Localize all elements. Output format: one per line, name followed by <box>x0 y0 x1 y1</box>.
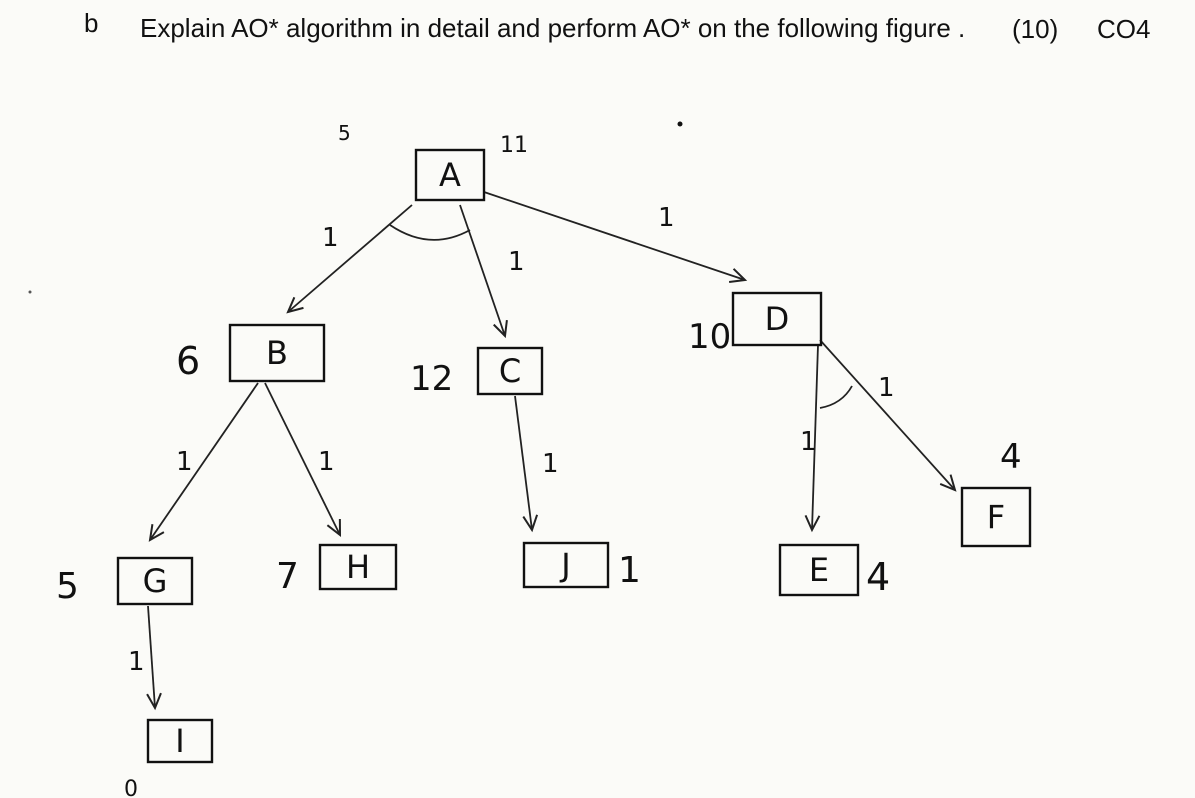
node-label: F <box>987 498 1005 536</box>
stray-dot <box>677 121 683 127</box>
node-heuristic: 4 <box>866 555 890 599</box>
course-outcome: CO4 <box>1097 14 1151 44</box>
stray-annotation: 5 <box>338 121 351 145</box>
edge-c-j <box>514 395 533 531</box>
node-heuristic: 11 <box>500 133 528 158</box>
stray-dot <box>28 290 32 294</box>
edge-cost-label: 1 <box>318 447 335 477</box>
arrowhead <box>804 514 821 533</box>
node-b: B6 <box>176 323 326 383</box>
arrowhead <box>146 692 162 711</box>
node-box <box>778 543 860 597</box>
question-header: b Explain AO* algorithm in detail and pe… <box>0 0 1195 90</box>
edge-d-f <box>819 339 956 491</box>
node-heuristic: 1 <box>618 550 641 591</box>
node-i: I0 <box>124 718 214 798</box>
node-label: C <box>499 352 521 390</box>
node-box <box>960 486 1032 548</box>
node-box <box>146 718 214 764</box>
node-heuristic: 0 <box>124 777 138 798</box>
arrowhead <box>326 518 342 538</box>
node-label: J <box>559 546 570 584</box>
node-h: H7 <box>276 543 398 597</box>
node-a: A 11 <box>414 133 528 202</box>
edge-b-h <box>264 382 341 536</box>
edge-cost-label: 1 <box>542 449 559 479</box>
node-label: A <box>439 156 461 194</box>
node-label: G <box>143 562 168 600</box>
node-box <box>318 543 398 591</box>
question-text: Explain AO* algorithm in detail and perf… <box>140 13 966 43</box>
and-arcs-layer <box>389 224 853 409</box>
node-label: D <box>765 300 790 338</box>
node-heuristic: 10 <box>688 317 731 357</box>
arrowhead <box>286 296 304 314</box>
edge-cost-label: 1 <box>658 203 675 233</box>
edge-cost-label: 1 <box>322 223 339 253</box>
arrowhead <box>728 268 748 283</box>
node-heuristic: 4 <box>1000 437 1022 477</box>
edge-a-b <box>287 204 413 313</box>
node-heuristic: 12 <box>410 359 453 399</box>
node-label: B <box>266 334 288 372</box>
node-label: I <box>175 722 184 760</box>
node-box <box>414 148 486 202</box>
arrowhead <box>522 514 539 533</box>
edge-g-i <box>147 605 156 709</box>
edge-a-d <box>483 191 746 281</box>
node-heuristic: 5 <box>56 566 79 607</box>
edge-b-g <box>149 382 259 541</box>
arrowhead <box>939 474 957 492</box>
node-f: F4 <box>960 437 1032 548</box>
node-box <box>522 541 610 589</box>
and-arc-d <box>819 385 853 409</box>
node-label: E <box>809 551 829 589</box>
question-marks: (10) <box>1012 14 1059 44</box>
arrowhead <box>493 319 508 339</box>
node-heuristic: 7 <box>276 556 299 597</box>
arrowhead <box>148 524 165 542</box>
question-letter: b <box>84 8 99 38</box>
edges-layer: 1 1 1 1 1 1 1 1 1 <box>128 191 957 711</box>
edge-cost-label: 1 <box>800 427 817 457</box>
edge-a-c <box>459 204 506 337</box>
edge-d-e <box>811 344 819 531</box>
node-heuristic: 6 <box>176 339 200 383</box>
edge-cost-label: 1 <box>508 247 525 277</box>
edge-cost-label: 1 <box>128 647 145 677</box>
node-c: C 12 <box>410 346 544 399</box>
node-box <box>731 291 823 347</box>
node-box <box>228 323 326 383</box>
edge-cost-label: 1 <box>176 447 193 477</box>
node-label: H <box>346 548 370 586</box>
node-g: G5 <box>56 556 194 607</box>
node-box <box>116 556 194 606</box>
and-arc-a <box>389 224 471 241</box>
node-box <box>476 346 544 396</box>
edge-cost-label: 1 <box>878 373 895 403</box>
node-d: D 10 <box>688 291 823 357</box>
